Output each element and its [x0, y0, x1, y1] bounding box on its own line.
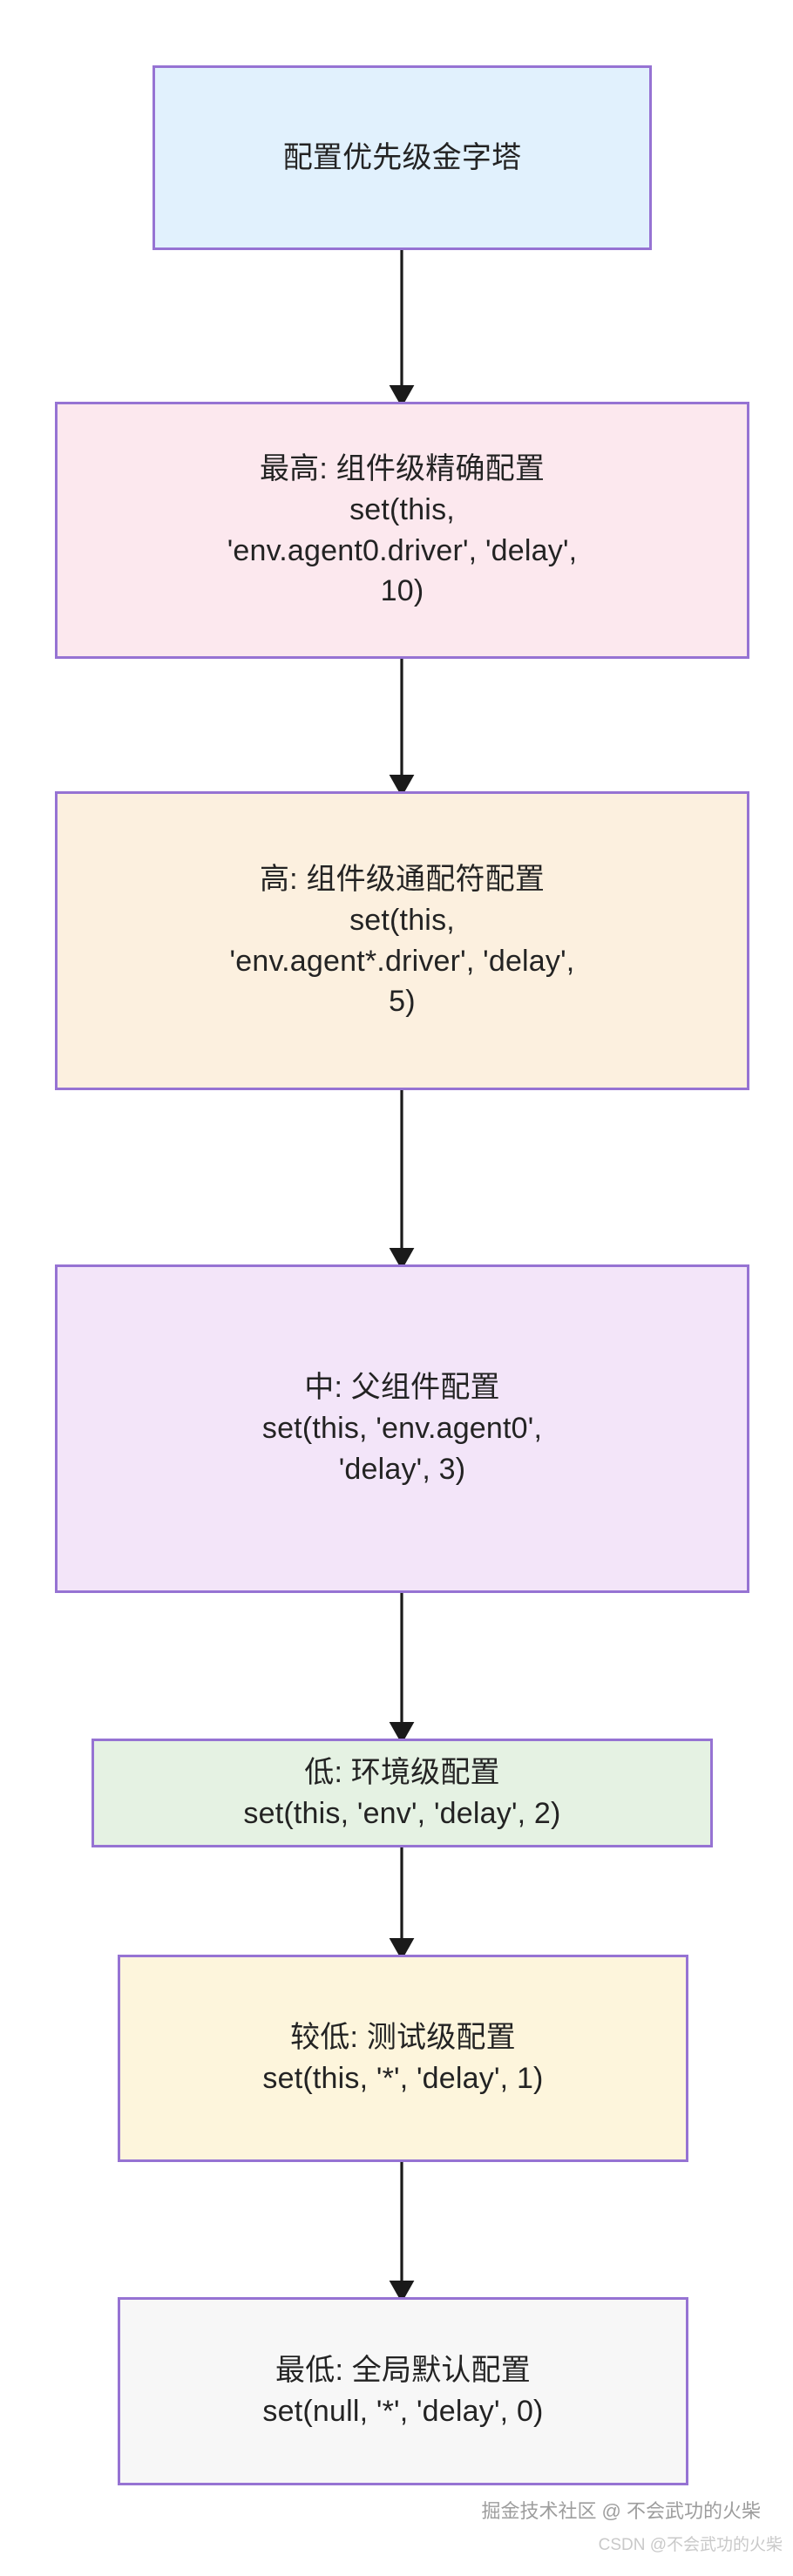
node-line: 低: 环境级配置: [304, 1755, 500, 1789]
node-line: 较低: 测试级配置: [290, 2021, 516, 2055]
node-line: 配置优先级金字塔: [282, 140, 522, 174]
node-level-lower[interactable]: 较低: 测试级配置 set(this, '*', 'delay', 1): [118, 1955, 688, 2162]
node-line: 最高: 组件级精确配置: [259, 451, 546, 485]
watermark-csdn: CSDN @不会武功的火柴: [598, 2536, 783, 2554]
node-level-lowest[interactable]: 最低: 全局默认配置 set(null, '*', 'delay', 0): [118, 2297, 688, 2485]
node-line: 'delay', 3): [338, 1452, 466, 1486]
node-level-highest[interactable]: 最高: 组件级精确配置 set(this, 'env.agent0.driver…: [55, 402, 749, 659]
node-line: 中: 父组件配置: [304, 1371, 500, 1405]
node-level-medium[interactable]: 中: 父组件配置 set(this, 'env.agent0', 'delay'…: [55, 1264, 749, 1593]
node-line: 'env.agent0.driver', 'delay',: [227, 533, 578, 567]
node-level-high[interactable]: 高: 组件级通配符配置 set(this, 'env.agent*.driver…: [55, 791, 749, 1090]
node-line: 'env.agent*.driver', 'delay',: [229, 944, 575, 978]
watermark-juejin: 掘金技术社区 @ 不会武功的火柴: [481, 2500, 761, 2522]
node-line: set(this, 'env.agent0',: [261, 1412, 543, 1446]
node-line: set(this,: [349, 492, 455, 526]
node-line: 10): [380, 574, 424, 608]
node-level-low[interactable]: 低: 环境级配置 set(this, 'env', 'delay', 2): [92, 1739, 713, 1847]
node-line: 5): [389, 985, 416, 1019]
node-line: set(this, 'env', 'delay', 2): [243, 1796, 561, 1830]
node-config-priority-pyramid[interactable]: 配置优先级金字塔: [152, 65, 652, 250]
node-line: set(null, '*', 'delay', 0): [262, 2395, 544, 2428]
node-line: set(this,: [349, 903, 455, 937]
node-line: 高: 组件级通配符配置: [259, 862, 546, 896]
node-line: 最低: 全局默认配置: [275, 2354, 531, 2388]
node-line: set(this, '*', 'delay', 1): [262, 2062, 544, 2095]
